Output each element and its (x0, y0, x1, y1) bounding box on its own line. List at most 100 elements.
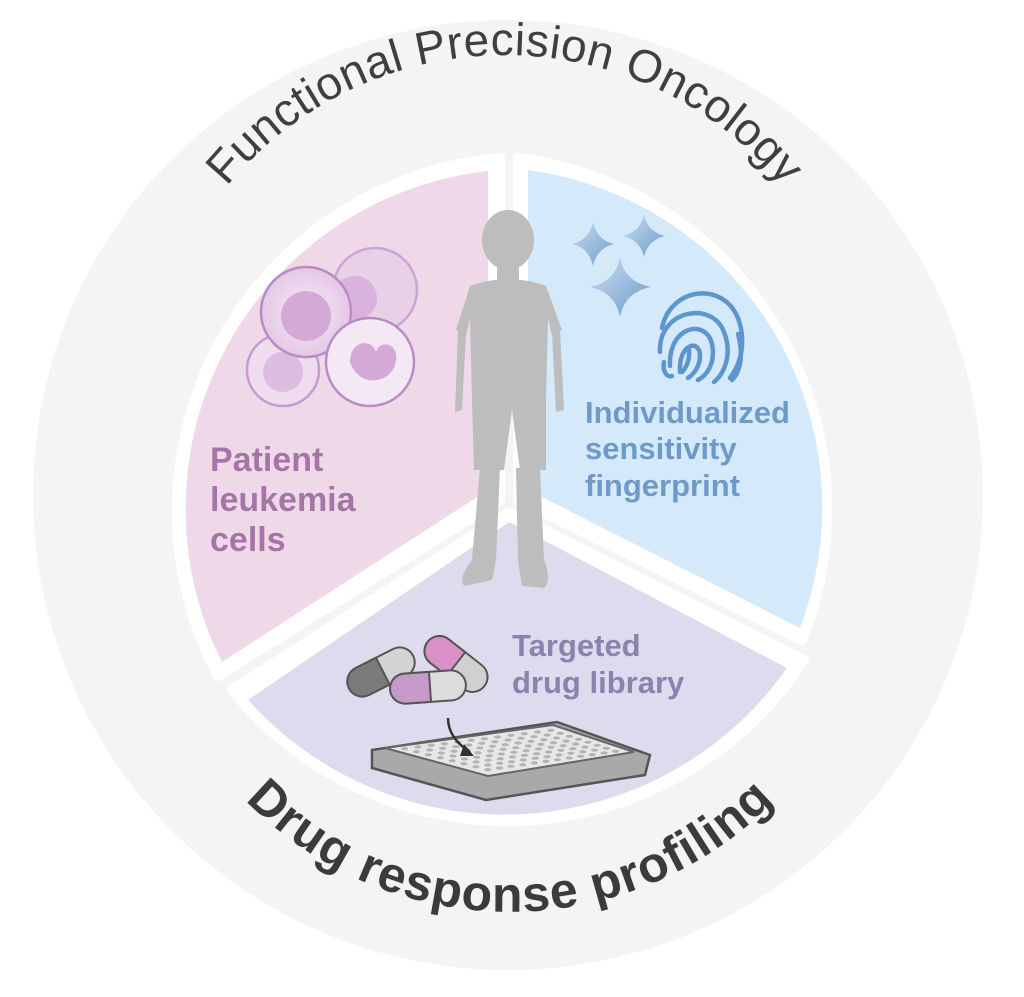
well (579, 750, 587, 754)
well (542, 759, 550, 763)
well (440, 742, 449, 746)
label-line: Individualized (585, 395, 790, 430)
well (436, 756, 444, 760)
well (472, 765, 480, 769)
well (557, 748, 565, 752)
well (565, 756, 573, 760)
well (567, 751, 575, 755)
well (487, 749, 495, 753)
well (588, 753, 597, 757)
well (553, 736, 561, 740)
well (520, 732, 528, 736)
well (495, 766, 503, 770)
well (465, 743, 473, 747)
well (473, 755, 481, 759)
well (424, 753, 432, 757)
well (507, 733, 515, 737)
well (581, 745, 589, 749)
well (559, 744, 567, 748)
sparkle-icon (623, 215, 665, 257)
well (549, 741, 558, 745)
well (450, 749, 458, 753)
capsule-icon (423, 635, 489, 693)
well (569, 747, 577, 751)
well (543, 755, 551, 759)
label-line: Targeted (512, 628, 641, 663)
well (412, 750, 421, 754)
capsule-icon (389, 669, 467, 705)
well (514, 741, 522, 745)
well (612, 749, 620, 753)
well (545, 750, 553, 754)
well (547, 745, 555, 749)
well (401, 747, 409, 751)
well (522, 749, 530, 753)
well (593, 743, 601, 747)
well (507, 764, 515, 768)
label-line: Patient (210, 441, 324, 479)
well (496, 757, 504, 761)
well (575, 737, 583, 741)
label-line: drug library (512, 665, 685, 701)
well (484, 763, 492, 767)
label-line: fingerprint (585, 467, 740, 503)
well (534, 747, 543, 751)
well (519, 763, 527, 767)
well-plate-icon (370, 720, 652, 802)
leukemia-cells-icon (245, 246, 419, 408)
well (501, 743, 509, 747)
well (467, 738, 475, 742)
well (485, 754, 493, 758)
well (602, 746, 611, 750)
well (480, 737, 488, 741)
well (474, 751, 482, 755)
well (531, 756, 539, 760)
well (533, 752, 541, 756)
well (426, 748, 434, 752)
well (476, 746, 484, 750)
well (537, 742, 545, 746)
capsule-icons (346, 635, 489, 705)
label-line: cells (210, 520, 286, 559)
sparkle-icon (590, 258, 651, 317)
well (508, 755, 516, 759)
well (484, 768, 492, 772)
well (497, 752, 506, 756)
well (484, 758, 492, 762)
well (584, 740, 592, 744)
well (562, 739, 570, 743)
well (547, 728, 555, 732)
label-line: sensitivity (585, 431, 737, 467)
fingerprint-icon (657, 291, 745, 385)
well (543, 733, 551, 737)
well (524, 744, 532, 748)
sparkle-icons (572, 215, 665, 317)
arrow-head-icon (460, 744, 474, 756)
well (491, 740, 499, 744)
well (460, 757, 469, 761)
well (565, 734, 574, 738)
child-silhouette-icon (455, 210, 564, 588)
drug-wedge (248, 522, 787, 815)
well (517, 736, 525, 740)
capsule-icon (346, 646, 416, 698)
well (556, 731, 564, 735)
well (472, 760, 480, 764)
well (507, 760, 516, 764)
sensitivity-fingerprint-label: Individualized sensitivity fingerprint (585, 395, 790, 504)
targeted-drug-library-label: Targeted drug library (512, 627, 684, 701)
well (520, 753, 529, 757)
well (530, 761, 538, 765)
well (448, 759, 456, 763)
well (572, 742, 580, 746)
well (590, 748, 599, 752)
well (460, 762, 468, 766)
well (577, 754, 585, 758)
well (488, 744, 497, 748)
well (499, 747, 507, 751)
well (510, 750, 518, 754)
well (553, 758, 562, 762)
well (527, 739, 535, 743)
well (437, 751, 445, 755)
